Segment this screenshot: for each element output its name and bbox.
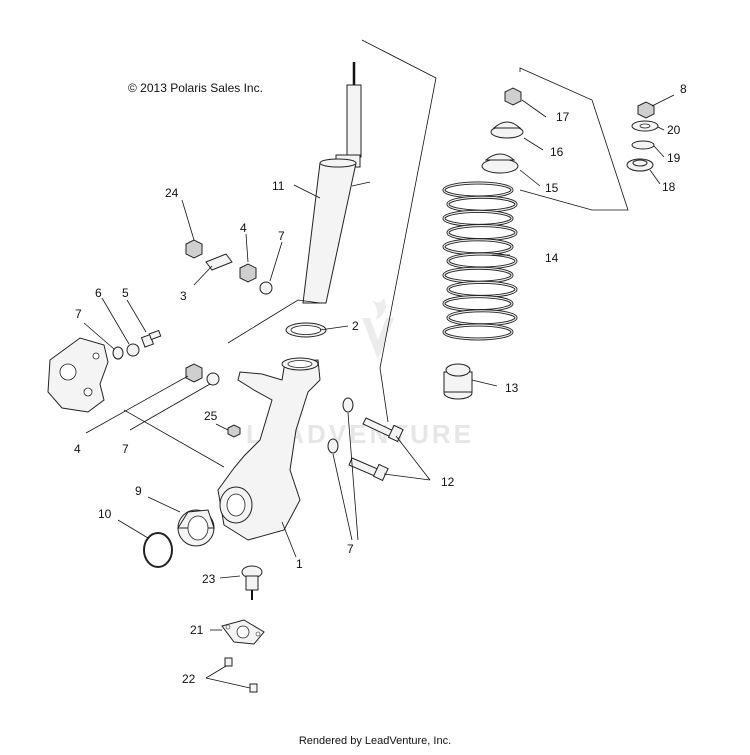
callout-8: 8 — [680, 82, 687, 96]
callout-21: 21 — [190, 623, 204, 637]
callout-11: 11 — [272, 179, 285, 193]
spring-coil-highlight — [447, 196, 517, 212]
part-clip[interactable] — [205, 253, 233, 271]
part-bolt-22-lower[interactable] — [249, 683, 258, 693]
callout-16: 16 — [550, 145, 564, 159]
spring-coil-highlight — [443, 267, 513, 283]
leader-lines — [83, 94, 675, 689]
part-spring-seat[interactable] — [481, 153, 519, 174]
callout-4-lower: 4 — [74, 442, 81, 456]
callout-15: 15 — [545, 181, 559, 195]
part-nut-8[interactable] — [637, 101, 655, 119]
callout-6: 6 — [95, 286, 102, 300]
callout-22: 22 — [182, 672, 196, 686]
spring-coil-highlight — [443, 324, 513, 340]
callout-1: 1 — [296, 557, 303, 571]
callout-10: 10 — [98, 507, 112, 521]
callout-5: 5 — [122, 286, 129, 300]
part-nut-4-lower[interactable] — [185, 363, 203, 383]
leader-bracket-shock — [361, 39, 437, 369]
spring-coil-highlight — [447, 253, 517, 269]
part-bolt-22-upper[interactable] — [224, 657, 233, 667]
callout-19: 19 — [667, 151, 681, 165]
part-jounce-bumper[interactable] — [443, 363, 473, 400]
part-bolt-upper[interactable] — [362, 417, 404, 443]
part-washer-7-upper-right[interactable] — [342, 397, 354, 413]
part-coil-spring[interactable] — [442, 181, 518, 341]
footer-credit: Rendered by LeadVenture, Inc. — [298, 735, 452, 747]
spring-coil-highlight — [447, 281, 517, 297]
callout-9: 9 — [135, 484, 142, 498]
part-shock-absorber[interactable] — [302, 62, 362, 304]
part-washer-7-caliper[interactable] — [112, 346, 124, 360]
part-bolt-25[interactable] — [227, 424, 241, 438]
callout-20: 20 — [667, 123, 681, 137]
spring-coil-highlight — [447, 310, 517, 326]
part-spring-retainer[interactable] — [490, 121, 524, 139]
part-bolt-lower[interactable] — [348, 457, 389, 482]
callout-18: 18 — [662, 180, 676, 194]
part-nut-24[interactable] — [185, 239, 203, 259]
callout-7-lower-right: 7 — [347, 542, 354, 556]
part-seal-ring[interactable] — [285, 322, 327, 338]
callout-23: 23 — [202, 572, 216, 586]
part-retainer-plate[interactable] — [221, 619, 265, 645]
spring-coil-highlight — [443, 210, 513, 226]
callout-14: 14 — [545, 251, 559, 265]
leader-bracket-shock-lower — [379, 367, 389, 423]
part-top-nut[interactable] — [504, 87, 522, 106]
callout-13: 13 — [505, 381, 519, 395]
callout-7-caliper: 7 — [75, 307, 82, 321]
leader-bracket-mount — [227, 299, 321, 344]
callout-25: 25 — [204, 409, 218, 423]
callout-17: 17 — [556, 110, 570, 124]
part-snap-ring[interactable] — [143, 532, 173, 568]
callout-3: 3 — [180, 289, 187, 303]
part-ball-joint[interactable] — [241, 565, 263, 600]
callout-2: 2 — [352, 319, 359, 333]
part-washer-7-lower-right[interactable] — [327, 438, 339, 454]
part-washer-7-lower-left[interactable] — [206, 372, 220, 386]
part-washer-19[interactable] — [631, 140, 655, 150]
callout-7-lower-left: 7 — [122, 442, 129, 456]
callouts: 1 2 3 4 4 5 6 7 7 7 7 8 9 10 11 12 13 14… — [74, 82, 687, 686]
callout-24: 24 — [165, 186, 179, 200]
part-washer-20[interactable] — [631, 120, 659, 132]
part-brake-caliper[interactable] — [47, 337, 109, 413]
leader-bracket-top — [519, 67, 629, 211]
spring-coil-highlight — [443, 296, 513, 312]
callout-12: 12 — [441, 475, 455, 489]
callout-7-upper: 7 — [278, 229, 285, 243]
part-nut-4-upper[interactable] — [239, 263, 257, 283]
part-bushing[interactable] — [626, 158, 654, 172]
spring-coil-highlight — [443, 239, 513, 255]
callout-4-upper: 4 — [240, 221, 247, 235]
spring-coil-highlight — [443, 182, 513, 198]
part-washer-7-upper[interactable] — [259, 281, 273, 295]
part-steering-knuckle[interactable] — [217, 357, 321, 541]
copyright-text: © 2013 Polaris Sales Inc. — [128, 81, 263, 95]
spring-coil-highlight — [447, 225, 517, 241]
part-washer-6[interactable] — [126, 343, 140, 357]
part-bearing[interactable] — [177, 509, 215, 547]
part-bolt-5[interactable] — [140, 329, 162, 348]
